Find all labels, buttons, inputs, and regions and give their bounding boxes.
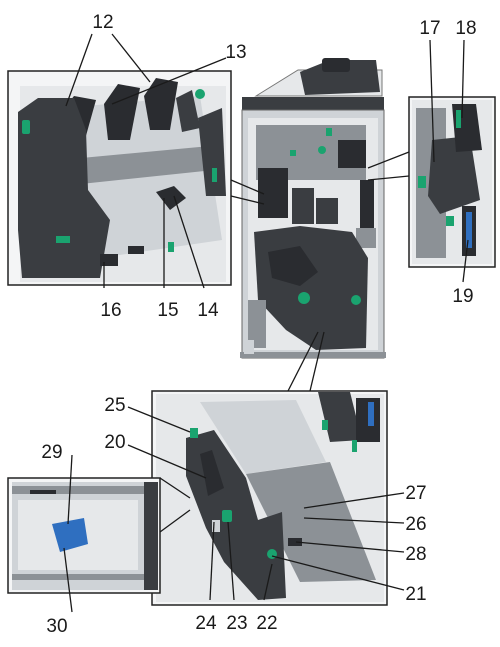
callout-20: 20 [104,432,125,453]
callout-26: 26 [405,514,426,535]
staple-cartridge-detail-panel [7,477,161,594]
callout-29: 29 [41,442,62,463]
callout-14: 14 [197,300,219,321]
callout-25: 25 [104,395,125,416]
callout-13: 13 [225,42,246,63]
callout-19: 19 [452,286,473,307]
callout-16: 16 [100,300,121,321]
callout-17: 17 [419,18,440,39]
output-area-detail-panel [408,96,496,268]
callout-28: 28 [405,544,426,565]
callout-30: 30 [46,616,67,637]
finisher-front-view [240,58,386,359]
callout-12: 12 [92,12,113,33]
callout-24: 24 [195,613,217,634]
stapler-area-detail-panel [7,70,232,286]
callout-15: 15 [157,300,178,321]
callout-18: 18 [455,18,476,39]
connector-lines [63,33,469,613]
door-open-detail-panel [151,390,388,606]
callout-21: 21 [405,584,426,605]
callout-22: 22 [256,613,277,634]
callout-27: 27 [405,483,426,504]
callout-labels: 12 13 14 15 16 17 18 19 20 21 22 23 24 2… [41,12,476,637]
callout-23: 23 [226,613,247,634]
